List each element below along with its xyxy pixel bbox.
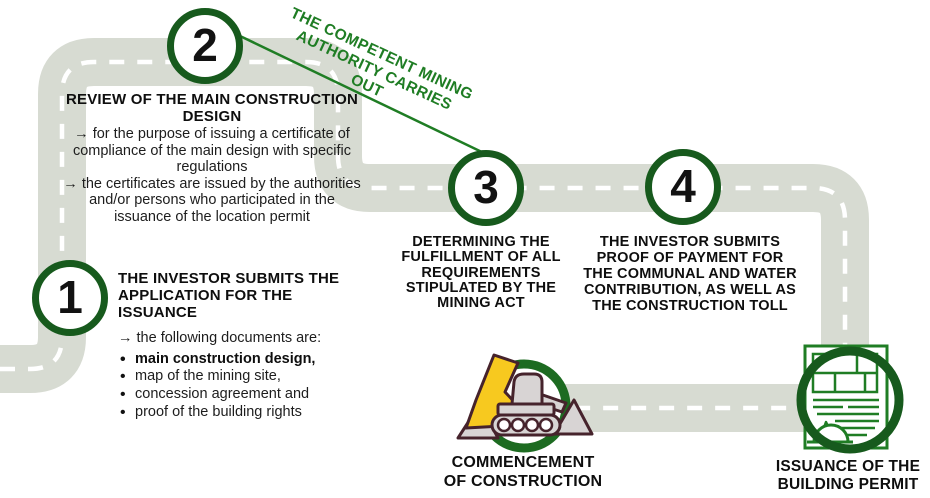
commencement-label-line-1: COMMENCEMENT xyxy=(451,454,595,471)
list-item: proof of the building rights xyxy=(118,403,358,422)
step-2-title: REVIEW OF THE MAIN CONSTRUCTION DESIGN xyxy=(65,91,359,125)
issuance-label-line-2: BUILDING PERMIT xyxy=(777,475,919,493)
step-2-number: 2 xyxy=(192,18,218,71)
step-3-number: 3 xyxy=(473,160,499,213)
step-2-point-2: → the certificates are issued by the aut… xyxy=(63,175,361,225)
step-1-intro: → the following documents are: xyxy=(118,330,322,346)
step-3-title: DETERMINING THE FULFILLMENT OF ALL REQUI… xyxy=(401,234,561,312)
commencement-label-line-2: OF CONSTRUCTION xyxy=(443,472,603,490)
list-item: concession agreement and xyxy=(118,385,358,404)
step-2-point-1: → for the purpose of issuing a certifica… xyxy=(72,126,352,176)
building-permit-icon xyxy=(793,338,908,468)
issuance-label: ISSUANCE OF THE BUILDING PERMIT xyxy=(748,458,930,494)
step-1-document-list: main construction design, map of the min… xyxy=(118,350,358,422)
list-item: main construction design, xyxy=(118,350,358,369)
step-4-circle: 4 xyxy=(645,149,721,225)
step-1-details: → the following documents are: main cons… xyxy=(118,330,358,422)
step-1-title: THE INVESTOR SUBMITS THE APPLICATION FOR… xyxy=(118,270,340,321)
authority-connector-line xyxy=(239,34,487,156)
step-3-circle: 3 xyxy=(448,150,524,226)
step-2-circle: 2 xyxy=(167,8,243,84)
excavator-icon xyxy=(452,342,597,467)
step-1-circle: 1 xyxy=(32,260,108,336)
step-4-number: 4 xyxy=(670,159,696,212)
commencement-label: COMMENCEMENT OF CONSTRUCTION xyxy=(423,454,623,491)
issuance-label-line-1: ISSUANCE OF THE xyxy=(775,458,921,475)
list-item: map of the mining site, xyxy=(118,367,358,386)
step-4-title: THE INVESTOR SUBMITS PROOF OF PAYMENT FO… xyxy=(583,234,797,314)
step-1-number: 1 xyxy=(57,270,83,323)
step-2-details: → for the purpose of issuing a certifica… xyxy=(62,126,362,225)
